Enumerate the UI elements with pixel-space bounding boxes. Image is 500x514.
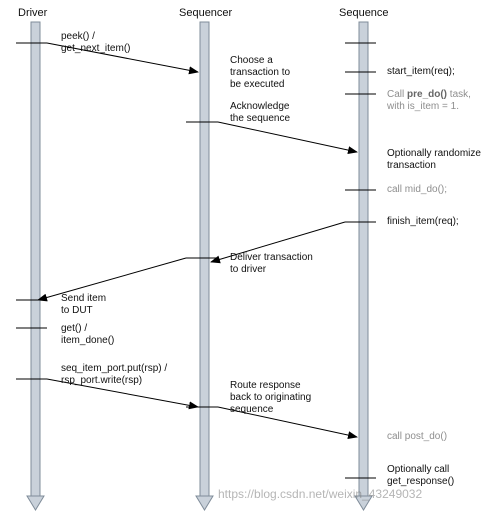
- sequence-ticks: [345, 42, 376, 479]
- label-call-mid-do: call mid_do();: [387, 184, 448, 195]
- watermark-text: https://blog.csdn.net/weixin_43249032: [218, 487, 423, 501]
- header-driver: Driver: [18, 7, 48, 19]
- label-call-pre-do: Call pre_do() task, with is_item = 1.: [387, 89, 471, 112]
- arrow-put-response: [46, 378, 199, 410]
- label-start-item: start_item(req);: [387, 66, 455, 77]
- sequencer-lifeline: [195, 21, 214, 511]
- arrow-acknowledge: [217, 121, 358, 155]
- sequence-lifeline: [354, 21, 373, 511]
- label-put-response: seq_item_port.put(rsp) /rsp_port.write(r…: [61, 363, 168, 386]
- header-sequence: Sequence: [339, 7, 389, 19]
- label-get-item-done: get() /item_done(): [61, 323, 115, 346]
- arrow-route-response: [217, 406, 358, 440]
- label-finish-item: finish_item(req);: [387, 216, 459, 227]
- arrow-deliver: [37, 257, 187, 302]
- label-peek: peek() /get_next_item(): [61, 31, 131, 54]
- arrow-finish-item: [210, 221, 346, 264]
- driver-lifeline: [26, 21, 45, 511]
- arrow-get-next-item: [46, 42, 199, 75]
- label-call-post-do: call post_do(): [387, 431, 448, 442]
- header-sequencer: Sequencer: [179, 7, 233, 19]
